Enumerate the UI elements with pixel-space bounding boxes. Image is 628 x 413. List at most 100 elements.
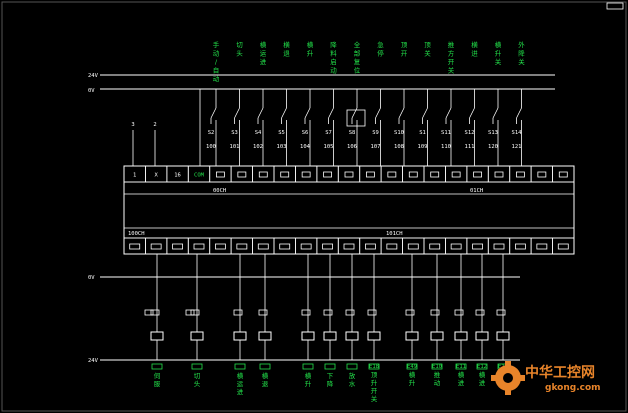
output-channel: 横升 — [301, 254, 315, 388]
plc-terminal-screw — [365, 243, 376, 250]
watermark: 中华工控网 gkong.com — [491, 361, 601, 395]
relay-coil — [190, 331, 204, 341]
plc-output-word-label: 100CH — [128, 231, 145, 237]
switch-blade — [492, 107, 499, 119]
extra-input-label: 2 — [153, 122, 156, 128]
input-name-label: 顶开 — [401, 41, 408, 58]
input-name-label-char: 启 — [330, 57, 337, 66]
output-fuse — [496, 309, 506, 316]
plc-terminal-bottom — [552, 237, 575, 255]
output-indicator — [406, 363, 418, 370]
extra-input-label: 3 — [131, 122, 134, 128]
switch-label: S10 — [394, 130, 404, 136]
output-channel: 横退 — [258, 254, 272, 388]
plc-terminal-screw — [494, 171, 504, 178]
plc-terminal-top-label: 1 — [133, 173, 136, 179]
output-name-label-char: 横 — [262, 371, 269, 380]
switch-label: S12 — [465, 130, 475, 136]
switch-blade — [469, 107, 475, 119]
output-name-label-char: 进 — [479, 379, 486, 387]
switch-label: S4 — [255, 130, 262, 136]
input-name-label: 横升关 — [495, 40, 502, 66]
output-indicator — [302, 363, 314, 370]
plc-terminal-screw — [193, 243, 205, 250]
output-name-label-char: 横 — [458, 370, 465, 379]
input-name-label-char: 横 — [495, 40, 502, 49]
relay-coil — [496, 331, 510, 341]
plc-terminal-screw — [386, 243, 398, 250]
relay-coil — [367, 331, 381, 341]
input-address: 107 — [371, 144, 381, 150]
output-fuse — [323, 309, 333, 316]
switch-label: S8 — [349, 130, 356, 136]
plc-terminal-screw — [216, 171, 225, 178]
output-name-label: 横退 — [262, 371, 269, 388]
input-address: 106 — [347, 144, 357, 150]
switch-label: S11 — [441, 130, 451, 136]
input-address: 103 — [277, 144, 287, 150]
output-indicator — [476, 363, 488, 370]
output-devices: 伺服切头横运进横退横升下降放水E18顶升开关E49横升E10推动E11横进E12… — [144, 254, 510, 403]
input-name-label-char: 位 — [354, 66, 361, 75]
input-name-label-char: 降 — [330, 40, 337, 49]
relay-coil — [301, 331, 315, 341]
output-name-label-char: 伺 — [154, 372, 161, 380]
input-address: 108 — [394, 144, 404, 150]
switch-label: S6 — [302, 130, 309, 136]
plc-terminal-screw — [323, 171, 332, 178]
relay-coil — [454, 331, 468, 341]
input-address: 102 — [253, 144, 263, 150]
input-name-label-char: 关 — [518, 57, 525, 66]
plc-module — [123, 165, 575, 255]
output-name-label: 横进 — [458, 370, 465, 387]
input-name-label-char: 全 — [354, 40, 361, 49]
plc-terminal-screw — [258, 171, 268, 178]
input-name-label-char: 自 — [213, 66, 220, 75]
input-name-label-char: 进 — [471, 50, 478, 58]
output-label: E18 — [369, 364, 379, 370]
output-indicator — [234, 363, 246, 370]
plc-output-word2-label: 101CH — [386, 231, 403, 237]
relay-coil — [345, 331, 359, 341]
output-indicator — [455, 363, 467, 370]
plc-terminal-screw — [366, 171, 375, 178]
output-channel: 横运进 — [233, 254, 247, 396]
input-name-label: 横升 — [307, 40, 314, 58]
relay-coil — [258, 331, 272, 341]
input-name-label-char: 运 — [260, 50, 267, 58]
plc-terminal-screw — [493, 243, 505, 250]
output-fuse — [345, 309, 355, 316]
input-name-label-char: 切 — [236, 41, 243, 49]
plc-terminal-screw — [301, 171, 311, 178]
output-name-label: 横升 — [409, 370, 416, 387]
switch-label: S9 — [372, 130, 379, 136]
output-name-label: 推动 — [434, 370, 441, 387]
plc-terminal-screw — [280, 171, 290, 178]
output-indicator — [191, 363, 203, 370]
output-name-label-char: 运 — [237, 380, 244, 388]
output-name-label-char: 退 — [262, 379, 269, 388]
output-indicator — [431, 363, 443, 370]
input-name-label: 手动/自动 — [213, 40, 220, 83]
input-name-label-char: 开 — [401, 50, 408, 58]
plc-terminal-top-label: COM — [194, 173, 205, 179]
output-channel: 放水 — [345, 254, 359, 388]
switch-label: S14 — [512, 130, 523, 136]
plc-input-word2-label: 01CH — [470, 188, 483, 194]
output-name-label-char: 水 — [349, 379, 356, 388]
output-fuse — [258, 309, 268, 316]
output-name-label-char: 顶 — [371, 371, 378, 379]
input-name-label-char: 关 — [424, 49, 431, 58]
switch-blade — [328, 107, 334, 119]
